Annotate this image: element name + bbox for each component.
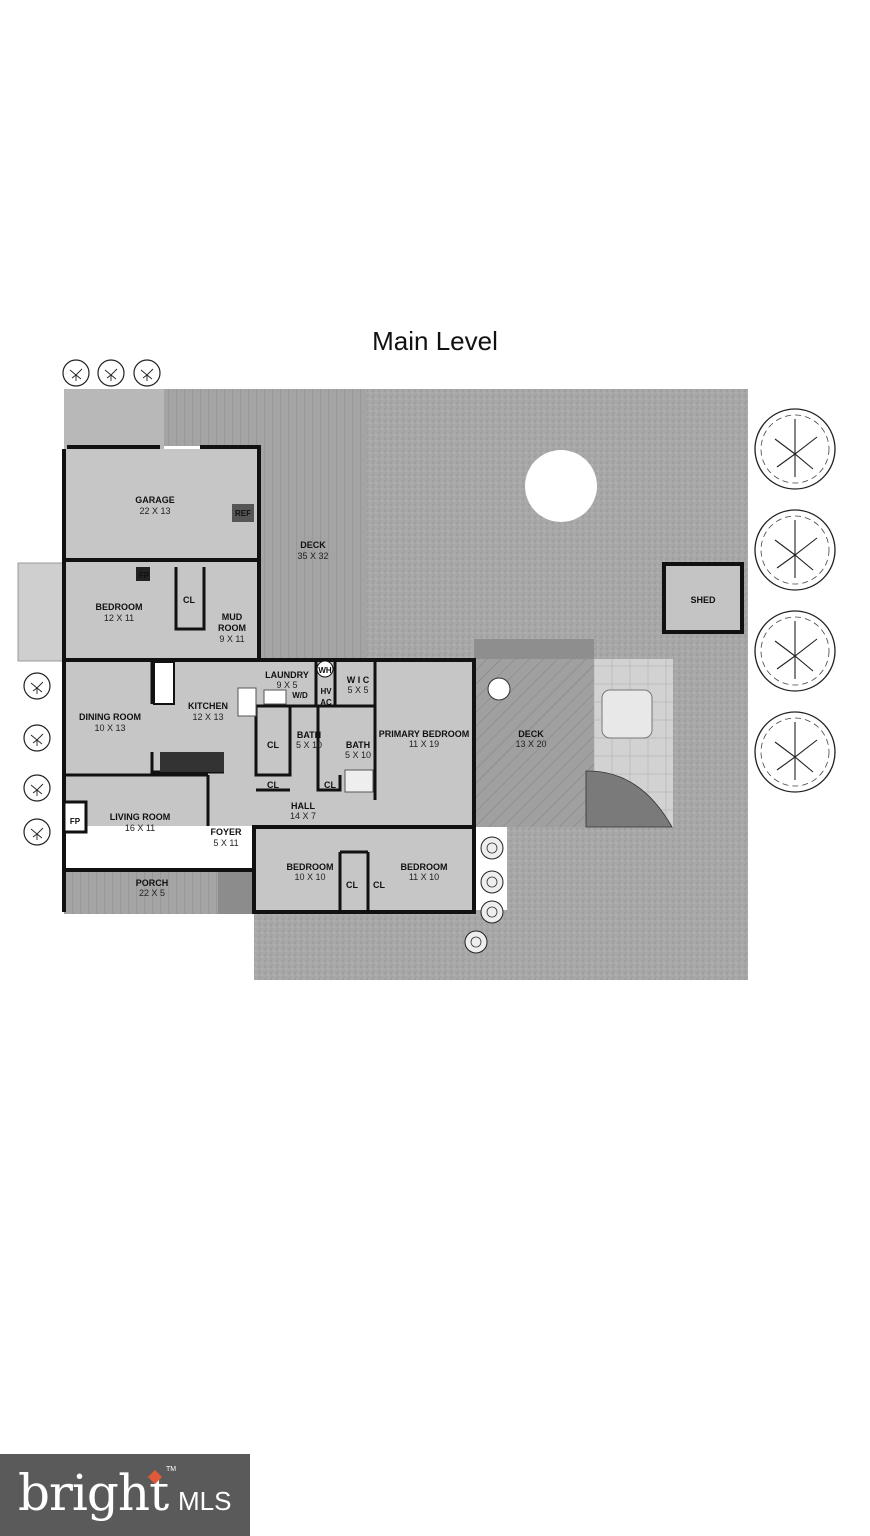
brand-logo: bright TM MLS [0, 1454, 250, 1536]
driveway [64, 389, 164, 449]
dim-wic: 5 X 5 [347, 685, 368, 695]
dim-bedroom-3: 11 X 10 [409, 872, 439, 882]
shrub-icon [480, 836, 504, 860]
label-cl-kitchen: CL [267, 740, 279, 750]
porch-step [218, 872, 254, 914]
bedroom-1 [64, 560, 259, 660]
dim-porch: 22 X 5 [139, 888, 165, 898]
label-shed: SHED [690, 595, 716, 605]
dim-living: 16 X 11 [125, 823, 155, 833]
dim-bedroom-1: 12 X 11 [104, 613, 134, 623]
patio-table [487, 677, 511, 701]
tree-icon [97, 359, 125, 387]
label-bedroom-2: BEDROOM [287, 862, 334, 872]
tree-icon [23, 724, 51, 752]
tree-icon [754, 509, 836, 591]
dim-deck-east: 13 X 20 [515, 739, 546, 749]
tree-icon [133, 359, 161, 387]
dim-bedroom-2: 10 X 10 [294, 872, 325, 882]
label-cl-b2: CL [346, 880, 358, 890]
main-floor [64, 660, 474, 826]
label-foyer: FOYER [210, 827, 242, 837]
label-cl-1: CL [183, 595, 195, 605]
dim-bath-2: 5 X 10 [345, 750, 371, 760]
label-bath-1: BATH [297, 730, 321, 740]
dim-foyer: 5 X 11 [213, 838, 238, 848]
label-primary-bedroom: PRIMARY BEDROOM [379, 729, 470, 739]
tree-icon [23, 672, 51, 700]
dim-laundry: 9 X 5 [276, 680, 297, 690]
deck-walkway [164, 389, 367, 446]
dim-hall: 14 X 7 [290, 811, 316, 821]
dim-dining: 10 X 13 [94, 723, 125, 733]
deck-north [259, 446, 367, 658]
label-garage: GARAGE [135, 495, 175, 505]
label-deck-north: DECK [300, 540, 326, 550]
label-hv: HV [320, 687, 332, 696]
label-bedroom-1: BEDROOM [96, 602, 143, 612]
label-deck-east: DECK [518, 729, 544, 739]
bedroom-wing [254, 826, 474, 912]
tree-icon [754, 610, 836, 692]
dim-garage: 22 X 13 [139, 506, 170, 516]
label-ref: REF [235, 509, 251, 518]
tree-icon [754, 408, 836, 490]
page-title: Main Level [372, 326, 498, 356]
label-bath-2: BATH [346, 740, 370, 750]
dim-kitchen: 12 X 13 [192, 712, 223, 722]
shrub-icon [464, 930, 488, 954]
side-patio [17, 562, 67, 662]
logo-suffix: MLS [178, 1486, 232, 1516]
dim-bath-1: 5 X 10 [296, 740, 322, 750]
label-laundry: LAUNDRY [265, 670, 309, 680]
label-wic: W I C [347, 675, 370, 685]
pool [525, 450, 597, 522]
label-living: LIVING ROOM [110, 812, 171, 822]
label-mud-2: ROOM [218, 623, 246, 633]
tree-icon [23, 774, 51, 802]
hot-tub [601, 689, 653, 739]
dim-mud: 9 X 11 [219, 634, 244, 644]
dim-primary-bedroom: 11 X 19 [409, 739, 439, 749]
deck-curved-steps [585, 770, 673, 828]
label-bedroom-3: BEDROOM [401, 862, 448, 872]
label-ac: AC [320, 698, 332, 707]
label-cl-hall-1: CL [267, 780, 279, 790]
logo-tm: TM [166, 1466, 177, 1473]
label-wh: WH [318, 666, 332, 675]
label-mud-1: MUD [222, 612, 243, 622]
rear-lawn [507, 827, 748, 980]
deck-steps [474, 639, 594, 659]
shed [662, 562, 744, 634]
tree-icon [754, 711, 836, 793]
shrub-icon [480, 900, 504, 924]
garage [64, 449, 261, 560]
label-dining: DINING ROOM [79, 712, 141, 722]
logo-brand: bright [18, 1464, 169, 1522]
tree-icon [23, 818, 51, 846]
label-wd: W/D [292, 691, 308, 700]
label-fp: FP [70, 817, 81, 826]
label-kitchen: KITCHEN [188, 701, 228, 711]
dim-deck-north: 35 X 32 [297, 551, 328, 561]
label-fp-small: FP [139, 571, 150, 580]
shrub-icon [480, 870, 504, 894]
label-cl-b3: CL [373, 880, 385, 890]
label-hall: HALL [291, 801, 315, 811]
label-cl-hall-2: CL [324, 780, 336, 790]
side-yard [673, 659, 748, 827]
tree-icon [62, 359, 90, 387]
label-porch: PORCH [136, 878, 169, 888]
